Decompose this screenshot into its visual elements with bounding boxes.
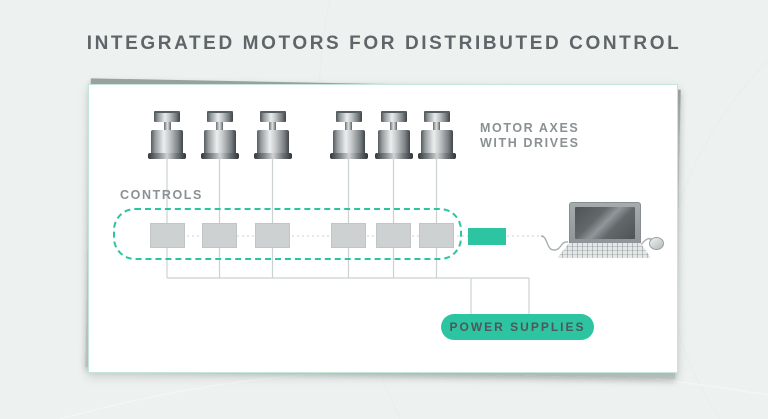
motor-cap <box>423 111 450 122</box>
motor-flange <box>253 153 292 159</box>
motor-flange <box>148 153 186 159</box>
control-module <box>149 223 185 248</box>
motor-body <box>203 130 236 153</box>
power-supplies-badge: POWER SUPPLIES <box>441 314 594 340</box>
motor-shaft <box>269 122 276 130</box>
motor-cap <box>335 111 362 122</box>
motor-icon <box>253 111 292 159</box>
control-module <box>419 223 454 248</box>
laptop-keyboard <box>557 243 651 258</box>
motor-cap <box>206 111 233 122</box>
motor-shaft <box>390 122 397 130</box>
motor-icon <box>148 111 186 159</box>
motor-icon <box>417 111 456 159</box>
diagram-card: MOTOR AXES WITH DRIVES CONTROLS POWER SU… <box>85 78 681 379</box>
motor-axes-label-line1: MOTOR AXES <box>480 121 580 135</box>
control-module <box>376 223 411 248</box>
motor-axes-label: MOTOR AXES WITH DRIVES <box>480 121 580 151</box>
laptop-screen-display <box>575 207 635 239</box>
card-front-sheet: MOTOR AXES WITH DRIVES CONTROLS POWER SU… <box>88 84 678 373</box>
interface-module <box>468 228 506 245</box>
laptop-icon <box>569 202 641 244</box>
motor-flange <box>374 153 413 159</box>
connector-line <box>540 235 569 251</box>
motor-body <box>151 130 183 153</box>
motor-shaft <box>433 122 440 130</box>
motor-icon <box>374 111 413 159</box>
motor-body <box>420 130 453 153</box>
motor-shaft <box>216 122 223 130</box>
motor-body <box>256 130 289 153</box>
motor-icon <box>329 111 368 159</box>
motor-axes-label-line2: WITH DRIVES <box>480 136 580 150</box>
motor-icon <box>200 111 239 159</box>
motor-body <box>332 130 365 153</box>
motor-cap <box>154 111 180 122</box>
motor-body <box>377 130 410 153</box>
control-module <box>255 223 290 248</box>
controls-group-outline <box>113 208 462 260</box>
motor-shaft <box>345 122 352 130</box>
page-title: INTEGRATED MOTORS FOR DISTRIBUTED CONTRO… <box>86 33 682 54</box>
motor-flange <box>200 153 239 159</box>
motor-cap <box>380 111 407 122</box>
motor-flange <box>329 153 368 159</box>
mouse-icon <box>649 237 664 250</box>
controls-label: CONTROLS <box>120 188 203 202</box>
motor-cap <box>259 111 286 122</box>
control-module <box>331 223 366 248</box>
motor-flange <box>417 153 456 159</box>
motor-shaft <box>163 122 171 130</box>
control-module <box>202 223 237 248</box>
